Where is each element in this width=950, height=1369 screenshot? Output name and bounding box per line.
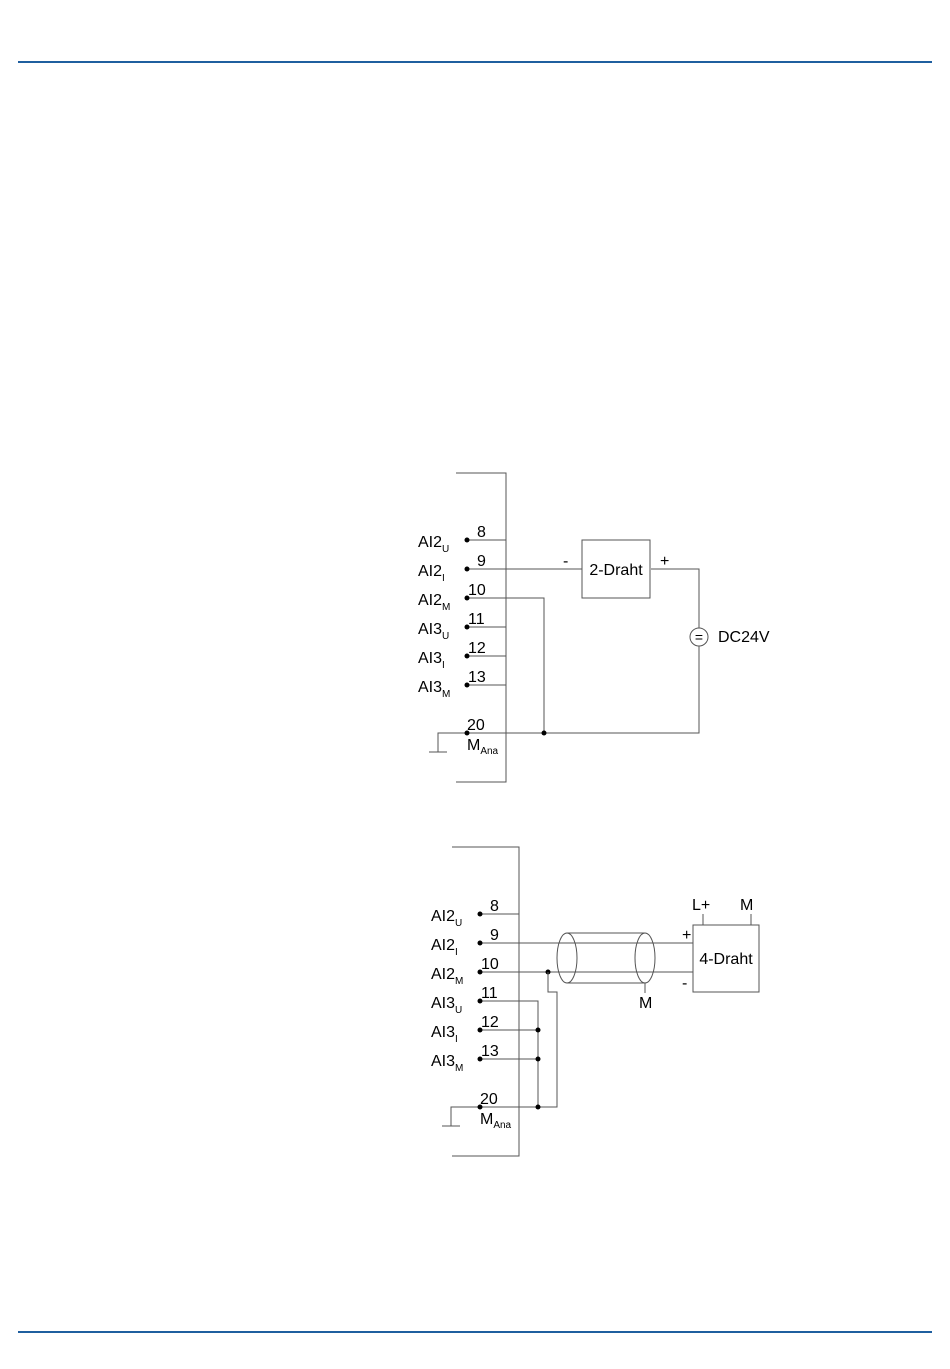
terminal-number: 13 [481, 1043, 499, 1060]
terminal-row: AI3U 11 [418, 611, 506, 642]
terminal-number: 9 [477, 553, 486, 570]
terminal-subscript: M [442, 602, 450, 613]
terminal-number: 20 [467, 717, 485, 734]
diagram-4-wire: AI2U 8 AI2I 9 AI2M 10 AI3U 11 AI3I [431, 847, 759, 1156]
terminal-label: AI3 [431, 1053, 455, 1070]
terminal-label: AI2 [418, 563, 442, 580]
terminal-number: 9 [490, 927, 499, 944]
terminal-row: AI2U 8 [418, 524, 506, 555]
terminal-label: AI3 [418, 621, 442, 638]
svg-text:AI3U: AI3U [418, 621, 449, 642]
terminal-number: 10 [468, 582, 486, 599]
svg-text:AI3M: AI3M [418, 679, 450, 700]
terminal-label: AI3 [418, 679, 442, 696]
device-label: 2-Draht [589, 562, 643, 579]
terminal-subscript: M [442, 689, 450, 700]
plus-sign: + [660, 553, 669, 570]
terminal-number: 11 [468, 611, 485, 628]
svg-text:AI2U: AI2U [431, 908, 462, 929]
terminal-label: AI3 [418, 650, 442, 667]
terminal-subscript: I [455, 1034, 458, 1045]
terminal-subscript: Ana [493, 1120, 511, 1131]
ground-terminal: 20 MAna [442, 1091, 541, 1131]
terminal-number: 8 [477, 524, 486, 541]
device-label: 4-Draht [699, 951, 753, 968]
terminal-label: AI2 [418, 592, 442, 609]
terminal-row: AI3M 13 [431, 1043, 541, 1074]
terminal-number: 12 [481, 1014, 499, 1031]
supply-symbol: = [695, 629, 703, 645]
terminal-row: AI2M 10 [431, 956, 693, 1107]
terminal-subscript: M [455, 976, 463, 987]
terminal-subscript: U [455, 1005, 462, 1016]
terminal-label: AI3 [431, 995, 455, 1012]
supply-label: DC24V [718, 629, 770, 646]
svg-text:AI2M: AI2M [431, 966, 463, 987]
terminal-row: AI3I 12 [418, 640, 506, 671]
terminal-subscript: U [442, 631, 449, 642]
terminal-subscript: M [455, 1063, 463, 1074]
terminal-subscript: I [455, 947, 458, 958]
svg-text:AI3I: AI3I [418, 650, 445, 671]
svg-text:MAna: MAna [467, 737, 499, 757]
svg-text:AI2I: AI2I [431, 937, 458, 958]
terminal-number: 8 [490, 898, 499, 915]
terminal-label: AI2 [431, 966, 455, 983]
svg-text:AI2M: AI2M [418, 592, 450, 613]
shielded-cable-icon [557, 933, 655, 993]
diagram-2-wire: AI2U 8 AI2I 9 AI2M 10 AI3U 11 AI3I 12 [418, 473, 770, 782]
terminal-label: AI2 [431, 908, 455, 925]
terminal-row: AI3I 12 [431, 1014, 541, 1045]
terminal-row: AI2I 9 [418, 553, 582, 584]
terminal-row: AI2U 8 [431, 898, 519, 929]
shield-ground-label: M [639, 995, 652, 1012]
minus-sign: - [563, 553, 568, 570]
terminal-number: 13 [468, 669, 486, 686]
terminal-number: 12 [468, 640, 486, 657]
svg-text:AI2I: AI2I [418, 563, 445, 584]
terminal-subscript: I [442, 660, 445, 671]
svg-text:AI3U: AI3U [431, 995, 462, 1016]
terminal-label: M [480, 1111, 493, 1128]
terminal-number: 10 [481, 956, 499, 973]
svg-text:AI3M: AI3M [431, 1053, 463, 1074]
terminal-label: AI3 [431, 1024, 455, 1041]
terminal-subscript: I [442, 573, 445, 584]
terminal-row: AI3M 13 [418, 669, 506, 700]
terminal-row: AI2I 9 [431, 927, 693, 958]
terminal-label: M [467, 737, 480, 754]
supply-lplus-label: L+ [692, 897, 710, 914]
svg-text:AI3I: AI3I [431, 1024, 458, 1045]
plus-sign: + [682, 927, 691, 944]
terminal-subscript: Ana [480, 746, 498, 757]
terminal-number: 11 [481, 985, 498, 1002]
terminal-label: AI2 [431, 937, 455, 954]
minus-sign: - [682, 975, 687, 992]
terminal-subscript: U [455, 918, 462, 929]
svg-text:MAna: MAna [480, 1111, 512, 1131]
svg-text:AI2U: AI2U [418, 534, 449, 555]
terminal-label: AI2 [418, 534, 442, 551]
supply-m-label: M [740, 897, 753, 914]
terminal-number: 20 [480, 1091, 498, 1108]
terminal-subscript: U [442, 544, 449, 555]
